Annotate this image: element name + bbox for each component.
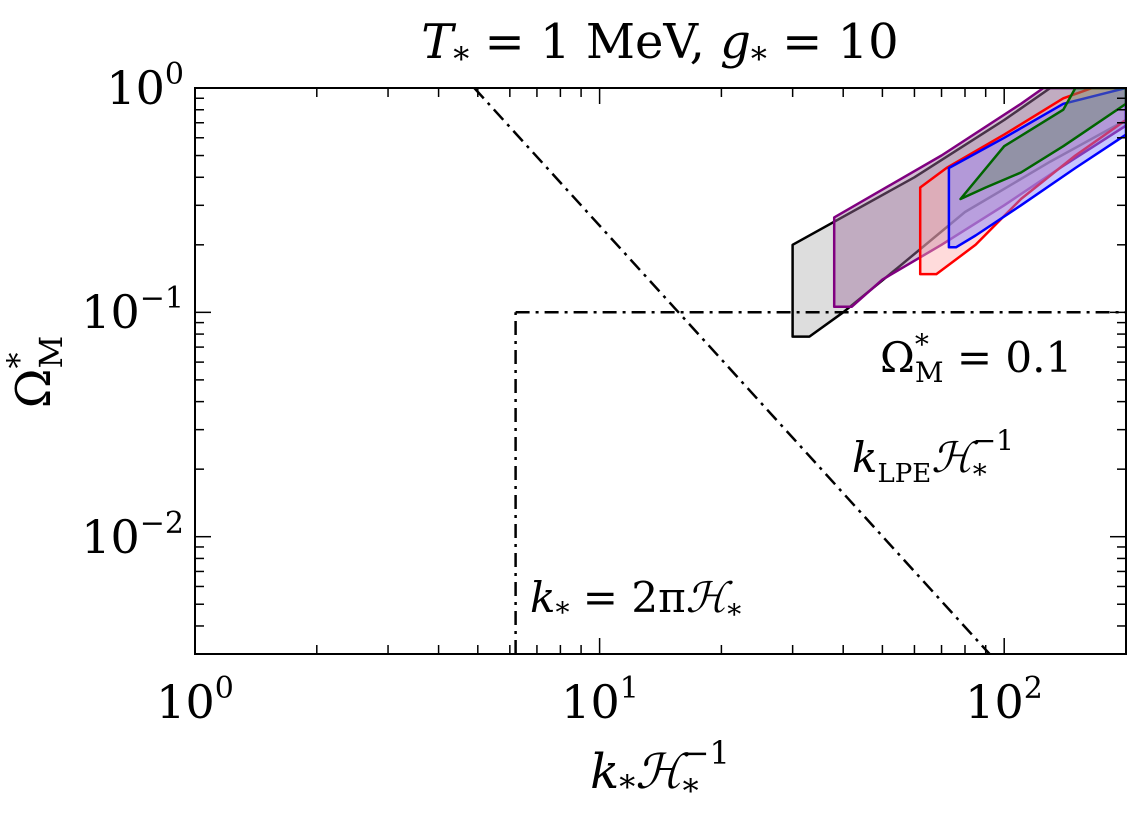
plot-frame xyxy=(194,87,1127,655)
y-tick-label-0-01: 10−2 xyxy=(81,506,184,564)
series-region-3 xyxy=(947,88,1126,249)
k-lpe-line xyxy=(473,88,991,654)
annotation-k-lpe: kLPEℋ*−1 xyxy=(852,424,1014,491)
reference-lines-layer xyxy=(473,88,1126,654)
y-axis-label: Ω*M xyxy=(0,336,70,409)
y-tick-label-0-1: 10−1 xyxy=(81,281,184,339)
series-region-1 xyxy=(832,88,1126,308)
y-tick-label-1: 100 xyxy=(106,57,184,115)
title-sub-t: * xyxy=(453,40,469,78)
series-region-4 xyxy=(959,88,1126,201)
x-tick-label-10: 101 xyxy=(561,671,639,729)
x-axis-label: k*ℋ*−1 xyxy=(590,734,730,810)
title-eq-2: = 10 xyxy=(767,14,899,70)
annotation-omega-threshold: Ω*M = 0.1 xyxy=(880,328,1072,389)
title-eq-1: = 1 MeV, xyxy=(469,14,720,70)
title-var-g: g xyxy=(720,14,751,70)
title-var-t: T xyxy=(421,14,456,70)
title-sub-g: * xyxy=(751,40,767,78)
series-region-2 xyxy=(918,88,1126,276)
x-tick-label-1: 100 xyxy=(156,671,234,729)
annotation-k-2pi: k* = 2πℋ* xyxy=(530,573,741,631)
x-tick-label-100: 102 xyxy=(965,671,1043,729)
series-layer xyxy=(791,88,1126,338)
chart-title: T* = 1 MeV, g* = 10 xyxy=(421,14,898,78)
